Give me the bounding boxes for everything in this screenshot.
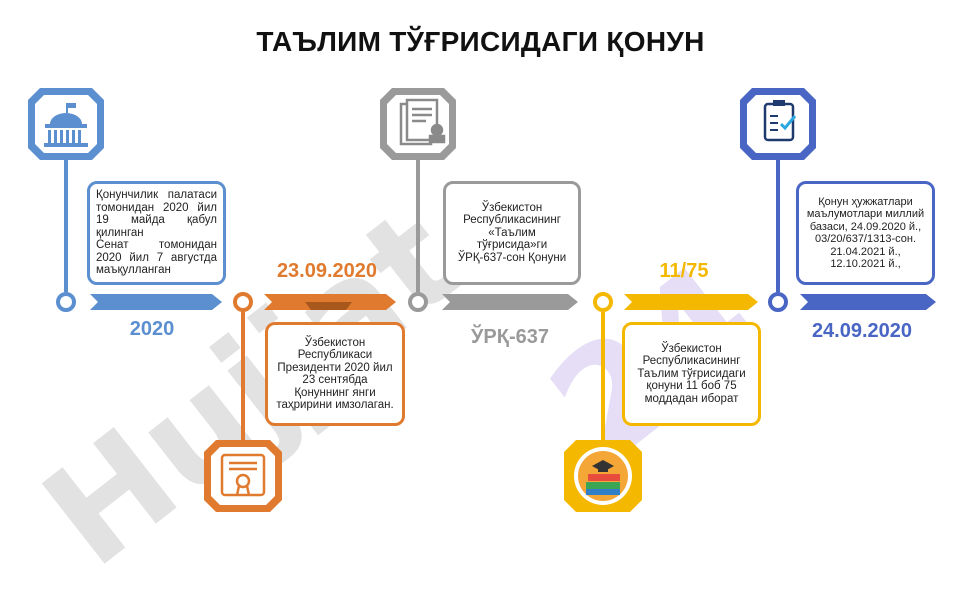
step1-arrow <box>90 294 222 310</box>
page-title: ТАЪЛИМ ТЎҒРИСИДАГИ ҚОНУН <box>256 26 705 57</box>
step5-text: Қонун ҳужжатлари маълумотлари миллий баз… <box>806 195 925 271</box>
step5-label: 24.09.2020 <box>811 320 913 342</box>
step1-label: 2020 <box>129 318 175 340</box>
scroll-seal-icon <box>220 453 266 497</box>
parliament-building-icon <box>44 103 88 147</box>
step4-arrow <box>624 294 758 310</box>
step1-node <box>56 292 76 312</box>
step2-node <box>233 292 253 312</box>
step4-text: Ўзбекистон Республикасининг Таълим тўғри… <box>637 342 746 405</box>
step3-label: ЎРҚ-637 <box>470 326 550 348</box>
step2-label: 23.09.2020 <box>276 260 378 282</box>
document-stamp-icon <box>399 98 446 146</box>
step5-text-box: Қонун ҳужжатлари маълумотлари миллий баз… <box>796 181 935 285</box>
step2-arrow-shade <box>305 302 352 310</box>
step5-node <box>768 292 788 312</box>
clipboard-check-icon <box>763 100 797 142</box>
step2-text: Ўзбекистон Республикаси Президенти 2020 … <box>276 336 394 412</box>
step4-label: 11/75 <box>659 260 709 282</box>
step3-text-box: Ўзбекистон Республикасининг «Таълим тўғр… <box>443 181 581 285</box>
books-graduation-icon <box>578 451 628 501</box>
step3-node <box>408 292 428 312</box>
step4-text-box: Ўзбекистон Республикасининг Таълим тўғри… <box>622 322 761 426</box>
timeline-graphics <box>28 88 936 512</box>
step2-text-box: Ўзбекистон Республикаси Президенти 2020 … <box>265 322 405 426</box>
step1-text-box: Қонунчилик палатаси томонидан 2020 йил 1… <box>87 181 226 285</box>
step3-arrow <box>442 294 578 310</box>
step3-text: Ўзбекистон Республикасининг «Таълим тўғр… <box>457 201 567 264</box>
step4-node <box>593 292 613 312</box>
timeline-infographic: Hujjat 24 ТАЪЛИМ ТЎҒРИСИДАГИ ҚОНУН <box>15 26 936 598</box>
step5-arrow <box>800 294 936 310</box>
